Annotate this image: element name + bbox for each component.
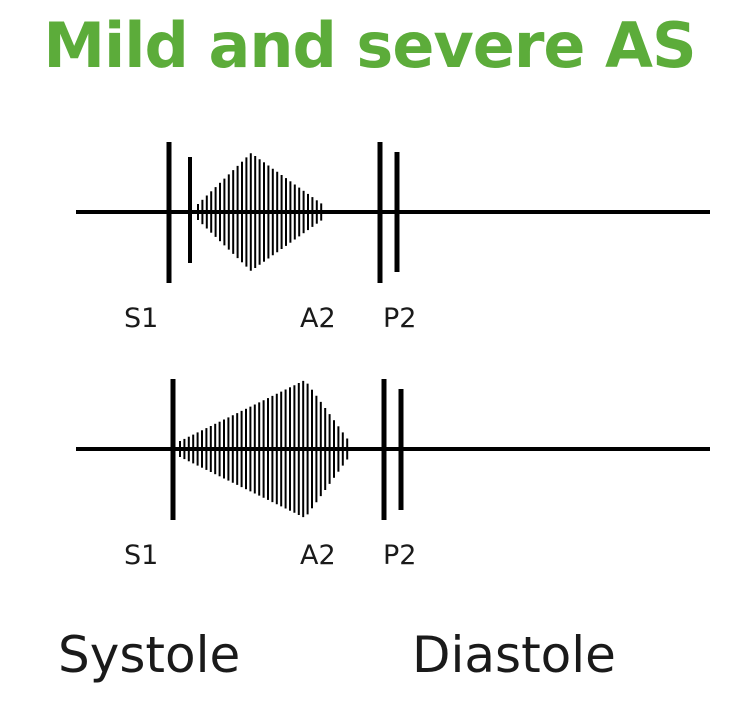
severe-as-trace: S1 A2 P2 [76,379,710,571]
p2-label: P2 [383,540,416,571]
s1-label: S1 [124,303,158,334]
diagram-title: Mild and severe AS [43,9,696,82]
s1-label: S1 [124,540,158,571]
a2-label: A2 [300,540,336,571]
p2-label: P2 [383,303,416,334]
murmur-crescendo-decrescendo [197,153,323,271]
murmur-crescendo-decrescendo [179,380,349,518]
diastole-label: Diastole [412,626,616,684]
systole-label: Systole [58,626,241,684]
a2-label: A2 [300,303,336,334]
mild-as-trace: S1 A2 P2 [76,142,710,334]
